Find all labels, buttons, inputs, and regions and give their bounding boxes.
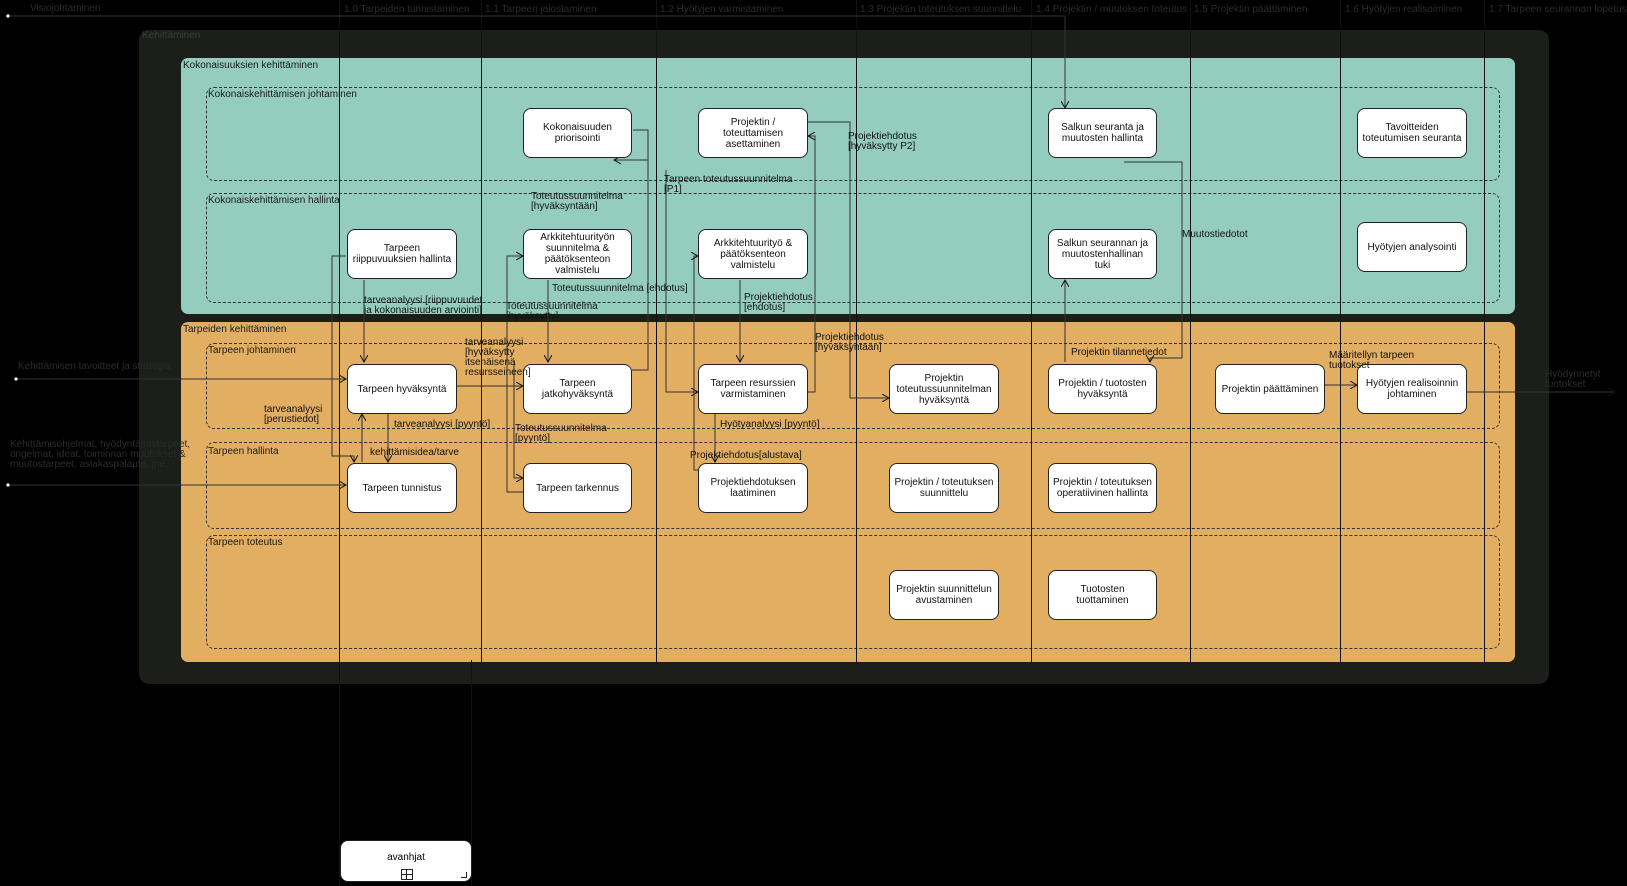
box-riippuvuuksien-hallinta[interactable]: Tarpeen riippuvuuksien hallinta [347,229,457,279]
box-kokonaisuuden-priorisointi[interactable]: Kokonaisuuden priorisointi [523,108,632,158]
label-tarpeen-toteutussuunnitelma-p1: Tarpeen toteutussuunnitelma [P1] [664,174,793,195]
phase-divider [856,0,857,665]
kehittaminen-label: Kehittäminen [142,30,201,41]
label-tarveanalyysi-riippuvuudet: tarveanalyysi [riippuvuudet ja kokonaisu… [364,295,483,316]
lane-kok-johtaminen-label: Kokonaiskehittämisen johtaminen [208,89,357,100]
label-toteutussuunnitelma-ehdotus: Toteutussuunnitelma [ehdotus] [552,283,688,294]
box-jatkohyvaksynta[interactable]: Tarpeen jatkohyväksyntä [523,364,632,414]
phase-1-0: 1.0 Tarpeiden tunnistaminen [344,4,470,15]
lane-kok-hallinta-label: Kokonaiskehittämisen hallinta [208,195,340,206]
label-projektiehdotus-ehdotus: Projektiehdotus [ehdotus] [744,292,813,313]
avanhjat-box[interactable]: avanhjat [340,840,472,882]
phase-divider [1190,0,1191,665]
label-tarveanalyysi-itsenaisena: tarveanalyysi [hyväksytty itsenäisenä re… [465,337,531,378]
phase-divider [471,660,472,886]
box-hyotyjen-realisointi[interactable]: Hyötyjen realisoinnin johtaminen [1357,364,1467,414]
phase-1-1: 1.1 Tarpeen jalostaminen [485,4,597,15]
label-toteutussuunnitelma-hyvaksytty: Toteutussuunnitelma [hyväksytty] [506,301,598,322]
phase-1-7: 1.7 Tarpeen seurannan lopetus [1489,4,1627,15]
box-hyotyjen-analysointi[interactable]: Hyötyjen analysointi [1357,222,1467,272]
box-salkun-seurannan-tuki[interactable]: Salkun seurannan ja muutostenhallinan tu… [1048,229,1157,279]
phase-divider [1031,0,1032,665]
box-operatiivinen-hallinta[interactable]: Projektin / toteutuksen operatiivinen ha… [1048,463,1157,513]
label-kehittamisidea: kehittämisidea/tarve [370,447,459,458]
phase-divider [481,0,482,665]
label-toteutussuunnitelma-hyvaksyntaan: Toteutussuunnitelma [hyväksyntään] [531,191,623,212]
expand-icon[interactable] [401,869,413,880]
box-projektiehdotuksen-laatiminen[interactable]: Projektiehdotuksen laatiminen [698,463,808,513]
box-toteutussuunnitelman-hyvaksynta[interactable]: Projektin toteutussuunnitelman hyväksynt… [889,364,999,414]
phase-1-5: 1.5 Projektin päättäminen [1194,4,1308,15]
label-tuotokset-ulos: Hyödynnetyt tuotokset [1545,369,1601,390]
label-projektiehdotus-hyvaksyntaan: Projektiehdotus [hyväksyntään] [815,332,884,353]
lane-tarpeen-johtaminen-label: Tarpeen johtaminen [208,345,296,356]
box-tarpeen-tarkennus[interactable]: Tarpeen tarkennus [523,463,632,513]
lane-tarpeen-toteutus-label: Tarpeen toteutus [208,537,283,548]
box-tarpeen-hyvaksynta[interactable]: Tarpeen hyväksyntä [347,364,457,414]
lane-kok-hallinta [206,193,1500,303]
label-toteutussuunnitelma-pyynto: Toteutussuunnitelma [pyyntö] [515,423,607,444]
box-projektin-asettaminen[interactable]: Projektin / toteuttamisen asettaminen [698,108,808,158]
avanhjat-label: avanhjat [387,852,425,863]
band-tarpeet-label: Tarpeiden kehittäminen [183,324,287,335]
corner-icon [461,872,467,878]
phase-divider [1340,0,1341,665]
box-arkkitehtuurityo-valmistelu[interactable]: Arkkitehtuurityö & päätöksenteon valmist… [698,229,808,279]
phase-1-4: 1.4 Projektin / muutoksen toteutus [1036,4,1188,15]
label-maaritellyn-tarpeen-tuotokset: Määritellyn tarpeen tuotokset [1329,350,1415,371]
label-tarveanalyysi-perustiedot: tarveanalyysi [perustiedot] [264,404,323,425]
box-tuotosten-tuottaminen[interactable]: Tuotosten tuottaminen [1048,570,1157,620]
box-resurssien-varmistaminen[interactable]: Tarpeen resurssien varmistaminen [698,364,808,414]
box-tuotosten-hyvaksynta[interactable]: Projektin / tuotosten hyväksyntä [1048,364,1157,414]
lane-tarpeen-johtaminen [206,343,1500,429]
box-toteutuksen-suunnittelu[interactable]: Projektin / toteutuksen suunnittelu [889,463,999,513]
phase-1-3: 1.3 Projektin toteutuksen suunnittelu [860,4,1022,15]
label-kehittamisohjelma: Kehittämisohjelmat, hyödyntämistarpeet, … [10,439,191,470]
label-tarveanalyysi-pyynto: tarveanalyysi [pyyntö] [394,419,491,430]
label-projektin-tilannetiedot: Projektin tilannetiedot [1071,347,1167,358]
label-projektiehdotus-alustava: Projektiehdotus[alustava] [690,450,802,461]
label-projektiehdotus-p2: Projektiehdotus [hyväksytty P2] [848,131,917,152]
lane-kok-johtaminen [206,87,1500,181]
box-projektin-paattaminen[interactable]: Projektin päättäminen [1215,364,1325,414]
box-tavoitteiden-seuranta[interactable]: Tavoitteiden toteutumisen seuranta [1357,108,1467,158]
label-visiojohtaminen: Visiojohtaminen [30,3,101,14]
box-arkkitehtuurityon-suunnitelma[interactable]: Arkkitehtuurityön suunnitelma & päätökse… [523,229,632,279]
box-tarpeen-tunnistus[interactable]: Tarpeen tunnistus [347,463,457,513]
phase-1-6: 1.6 Hyötyjen realisoiminen [1345,4,1463,15]
box-suunnittelun-avustaminen[interactable]: Projektin suunnittelun avustaminen [889,570,999,620]
lane-tarpeen-hallinta-label: Tarpeen hallinta [208,446,279,457]
label-muutostiedotot: Muutostiedotot [1182,229,1248,240]
phase-divider [339,0,340,886]
box-salkun-seuranta[interactable]: Salkun seuranta ja muutosten hallinta [1048,108,1157,158]
label-hyotyanalyysi-pyynto: Hyötyanalyysi [pyyntö] [720,419,820,430]
phase-divider [656,0,657,665]
phase-divider [1484,0,1485,665]
band-kokonaisuudet-label: Kokonaisuuksien kehittäminen [183,60,319,71]
label-kehittamisen-tavoitteet: Kehittämisen tavoitteet ja strategia [18,361,171,372]
phase-1-2: 1.2 Hyötyjen varmistaminen [660,4,784,15]
lane-tarpeen-toteutus [206,535,1500,649]
